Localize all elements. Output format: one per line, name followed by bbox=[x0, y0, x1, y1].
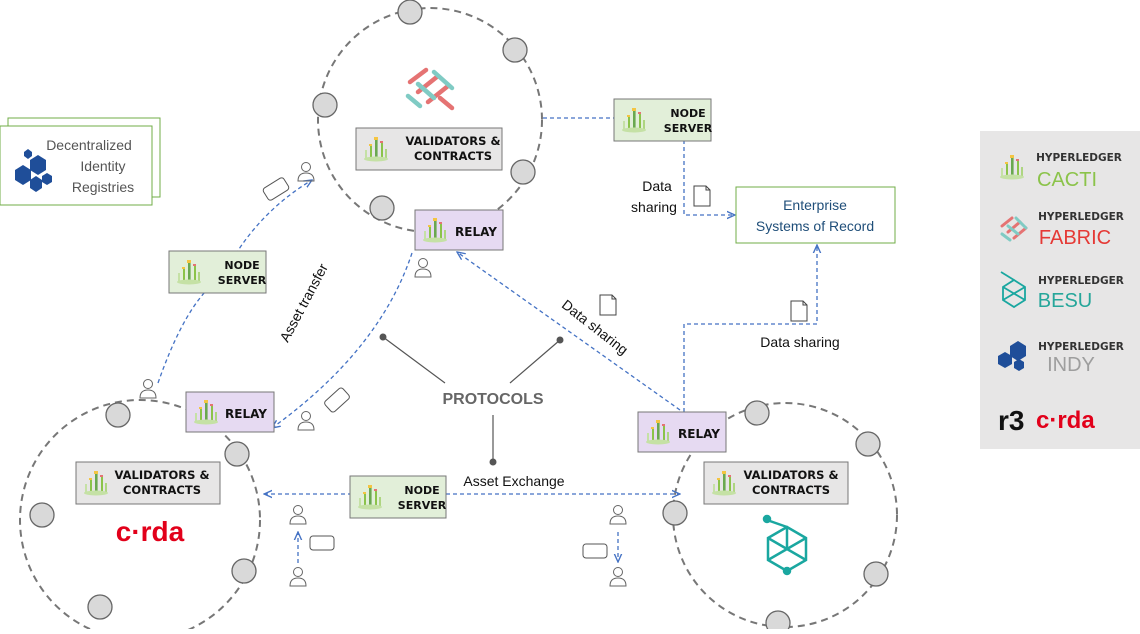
validators-line1: VALIDATORS & bbox=[744, 468, 839, 482]
network-circle-right bbox=[662, 400, 898, 634]
legend-indy: HYPERLEDGER INDY bbox=[998, 341, 1124, 376]
relay-label: RELAY bbox=[678, 427, 720, 441]
node-server-line1: NODE bbox=[404, 484, 439, 497]
relay-label: RELAY bbox=[225, 407, 267, 421]
legend-brand: HYPERLEDGER bbox=[1038, 275, 1124, 287]
legend-brand: HYPERLEDGER bbox=[1038, 211, 1124, 223]
enterprise-line2: Systems of Record bbox=[756, 218, 874, 234]
fabric-logo bbox=[405, 67, 455, 111]
validators-box-top: VALIDATORS & CONTRACTS bbox=[355, 127, 503, 171]
identity-line3: Registries bbox=[72, 179, 134, 195]
enterprise-systems-box: Enterprise Systems of Record bbox=[735, 186, 896, 244]
identity-registries-box: Decentralized Identity Registries bbox=[0, 117, 161, 206]
relay-label: RELAY bbox=[455, 225, 497, 239]
relay-box-left: RELAY bbox=[185, 391, 275, 433]
legend-name: INDY bbox=[1047, 354, 1095, 376]
legend-brand: HYPERLEDGER bbox=[1036, 152, 1122, 164]
person-icons bbox=[139, 162, 627, 587]
node-server-line2: SERVER bbox=[218, 274, 267, 287]
legend-besu: HYPERLEDGER BESU bbox=[1000, 271, 1124, 312]
r3-logo: r3 bbox=[998, 405, 1024, 436]
validators-line1: VALIDATORS & bbox=[406, 134, 501, 148]
relay-box-top: RELAY bbox=[414, 209, 504, 251]
node-server-line1: NODE bbox=[224, 259, 259, 272]
data-sharing-top-line1: Data bbox=[642, 178, 672, 194]
corda-logo: c·rda bbox=[116, 516, 185, 547]
node-server-line2: SERVER bbox=[664, 122, 713, 135]
legend-name: BESU bbox=[1038, 290, 1092, 312]
node-server-line2: SERVER bbox=[398, 499, 447, 512]
relay-box-right: RELAY bbox=[637, 411, 727, 453]
legend-r3-corda: r3 c·rda bbox=[998, 405, 1095, 436]
asset-exchange-label: Asset Exchange bbox=[463, 473, 564, 489]
node-server-bottom: NODE SERVER bbox=[349, 475, 447, 519]
validators-line2: CONTRACTS bbox=[414, 149, 492, 163]
validators-box-right: VALIDATORS & CONTRACTS bbox=[703, 461, 849, 505]
network-circle-left bbox=[19, 399, 261, 634]
data-sharing-diagonal: Data sharing bbox=[559, 296, 631, 357]
legend-panel: HYPERLEDGER CACTI HYPERLEDGER FABRIC H bbox=[980, 131, 1140, 449]
identity-line1: Decentralized bbox=[46, 137, 132, 153]
data-sharing-right: Data sharing bbox=[760, 334, 839, 350]
connections bbox=[157, 117, 817, 563]
network-circle-top bbox=[312, 0, 543, 233]
validators-line2: CONTRACTS bbox=[752, 483, 830, 497]
protocols-hub: PROTOCOLS bbox=[379, 333, 564, 466]
validators-box-left: VALIDATORS & CONTRACTS bbox=[75, 461, 221, 505]
indy-icon bbox=[15, 149, 52, 192]
identity-line2: Identity bbox=[80, 158, 125, 174]
legend-name: CACTI bbox=[1037, 169, 1097, 191]
node-server-left: NODE SERVER bbox=[168, 250, 267, 294]
legend-fabric: HYPERLEDGER FABRIC bbox=[1000, 211, 1124, 249]
node-server-line1: NODE bbox=[670, 107, 705, 120]
besu-icon bbox=[762, 514, 808, 576]
data-sharing-top-line2: sharing bbox=[631, 199, 677, 215]
validators-line2: CONTRACTS bbox=[123, 483, 201, 497]
corda-logo: c·rda bbox=[1036, 407, 1095, 434]
legend-brand: HYPERLEDGER bbox=[1038, 341, 1124, 353]
legend-cacti: HYPERLEDGER CACTI bbox=[1000, 152, 1122, 191]
enterprise-line1: Enterprise bbox=[783, 197, 847, 213]
validators-line1: VALIDATORS & bbox=[115, 468, 210, 482]
protocols-label: PROTOCOLS bbox=[442, 391, 543, 408]
asset-transfer-label: Asset transfer bbox=[276, 260, 331, 344]
node-server-top: NODE SERVER bbox=[613, 98, 713, 142]
legend-name: FABRIC bbox=[1039, 227, 1111, 249]
